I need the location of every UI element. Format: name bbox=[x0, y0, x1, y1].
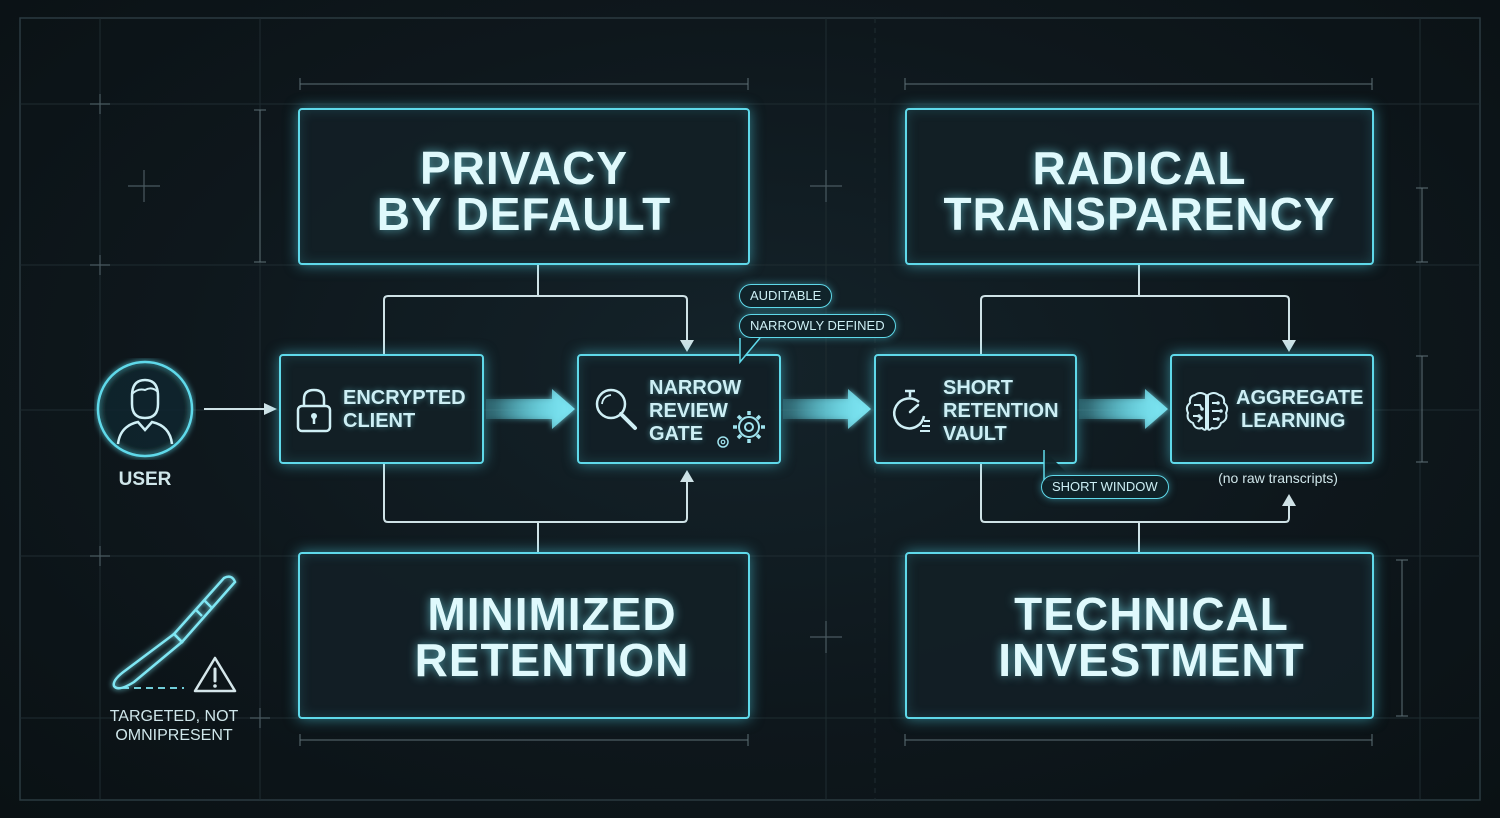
scalpel-warning-icon bbox=[104, 570, 244, 696]
privacy-title-line1: PRIVACY bbox=[419, 142, 629, 194]
magnifier-icon bbox=[593, 386, 639, 432]
principle-privacy-by-default: PRIVACY BY DEFAULT bbox=[298, 108, 750, 265]
vault-label-line3: VAULT bbox=[943, 423, 1007, 445]
vault-label-line2: RETENTION bbox=[943, 400, 1059, 422]
outer-frame bbox=[19, 17, 1481, 801]
lock-icon bbox=[295, 386, 333, 434]
tag-narrowly-defined: NARROWLY DEFINED bbox=[739, 314, 896, 338]
targeted-caption-line1: TARGETED, NOT bbox=[109, 708, 239, 725]
user-icon bbox=[94, 358, 196, 460]
learning-note: (no raw transcripts) bbox=[1218, 470, 1338, 486]
review-label-line1: NARROW bbox=[649, 377, 742, 399]
right-connector-arrowheads bbox=[1282, 340, 1296, 506]
retention-title-line1: MINIMIZED bbox=[427, 588, 677, 640]
learning-label-line1: AGGREGATE bbox=[1236, 387, 1364, 409]
principle-minimized-retention: MINIMIZED RETENTION bbox=[298, 552, 750, 719]
node-narrow-review-gate: NARROW REVIEW GATE bbox=[577, 354, 781, 464]
crosshair-marks bbox=[90, 94, 842, 728]
stopwatch-icon bbox=[888, 388, 934, 434]
dimension-lines bbox=[254, 78, 1428, 746]
flow-arrows bbox=[486, 389, 1168, 429]
left-connector-arrowheads bbox=[680, 340, 694, 482]
encrypted-label-line1: ENCRYPTED bbox=[343, 387, 466, 409]
transparency-title-line2: TRANSPARENCY bbox=[943, 188, 1336, 240]
gear-icon bbox=[711, 408, 769, 452]
right-connectors bbox=[980, 265, 1290, 552]
node-aggregate-learning: AGGREGATE LEARNING bbox=[1170, 354, 1374, 464]
brain-circuit-icon bbox=[1184, 389, 1230, 433]
principle-technical-investment: TECHNICAL INVESTMENT bbox=[905, 552, 1374, 719]
review-label-line2: REVIEW bbox=[649, 400, 728, 422]
learning-label-line2: LEARNING bbox=[1241, 410, 1346, 432]
vault-label-line1: SHORT bbox=[943, 377, 1013, 399]
principle-radical-transparency: RADICAL TRANSPARENCY bbox=[905, 108, 1374, 265]
node-encrypted-client: ENCRYPTED CLIENT bbox=[279, 354, 484, 464]
narrowly-defined-pointer bbox=[739, 337, 761, 365]
investment-title-line2: INVESTMENT bbox=[998, 634, 1305, 686]
privacy-title-line2: BY DEFAULT bbox=[376, 188, 672, 240]
node-short-retention-vault: SHORT RETENTION VAULT bbox=[874, 354, 1077, 464]
investment-title-line1: TECHNICAL bbox=[1014, 588, 1289, 640]
retention-title-line2: RETENTION bbox=[414, 634, 690, 686]
encrypted-label-line2: CLIENT bbox=[343, 410, 416, 432]
left-connectors bbox=[383, 265, 688, 552]
review-label-line3: GATE bbox=[649, 423, 704, 445]
targeted-caption-line2: OMNIPRESENT bbox=[115, 727, 233, 744]
transparency-title-line1: RADICAL bbox=[1032, 142, 1247, 194]
user-label: USER bbox=[118, 469, 172, 490]
tag-short-window: SHORT WINDOW bbox=[1041, 475, 1169, 499]
tag-auditable: AUDITABLE bbox=[739, 284, 833, 308]
